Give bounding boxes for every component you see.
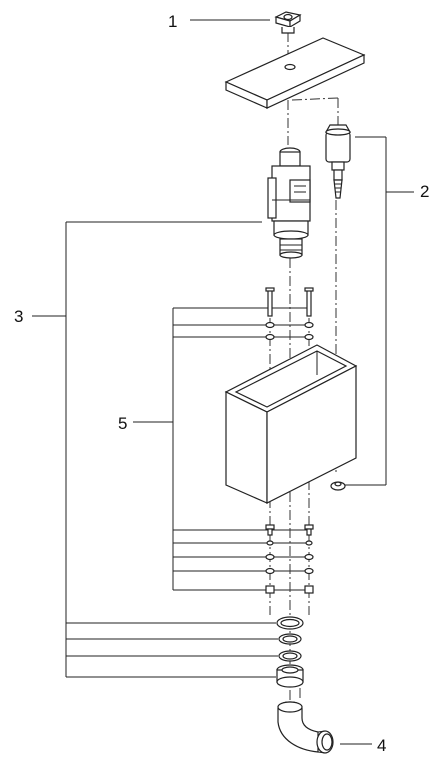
callout-4: 4	[377, 736, 386, 755]
callout-5: 5	[118, 414, 127, 433]
callout-3: 3	[14, 307, 23, 326]
leader-3-bracket	[32, 221, 278, 678]
flush-valve-part	[267, 147, 311, 259]
cover-plate-part	[224, 37, 366, 109]
seal-rings-part	[276, 616, 304, 688]
cistern-box-part	[224, 344, 358, 504]
drain-plug-part	[330, 481, 346, 491]
callout-2: 2	[420, 182, 429, 201]
leader-5-bracket	[133, 307, 308, 591]
upper-bolts-part	[265, 287, 314, 341]
lower-fasteners-part	[265, 524, 314, 594]
fill-valve-part	[324, 124, 352, 199]
callout-1: 1	[168, 12, 177, 31]
flush-pipe-elbow-part	[277, 701, 334, 754]
push-button-part	[274, 11, 302, 34]
leader-2-bracket	[345, 136, 414, 486]
